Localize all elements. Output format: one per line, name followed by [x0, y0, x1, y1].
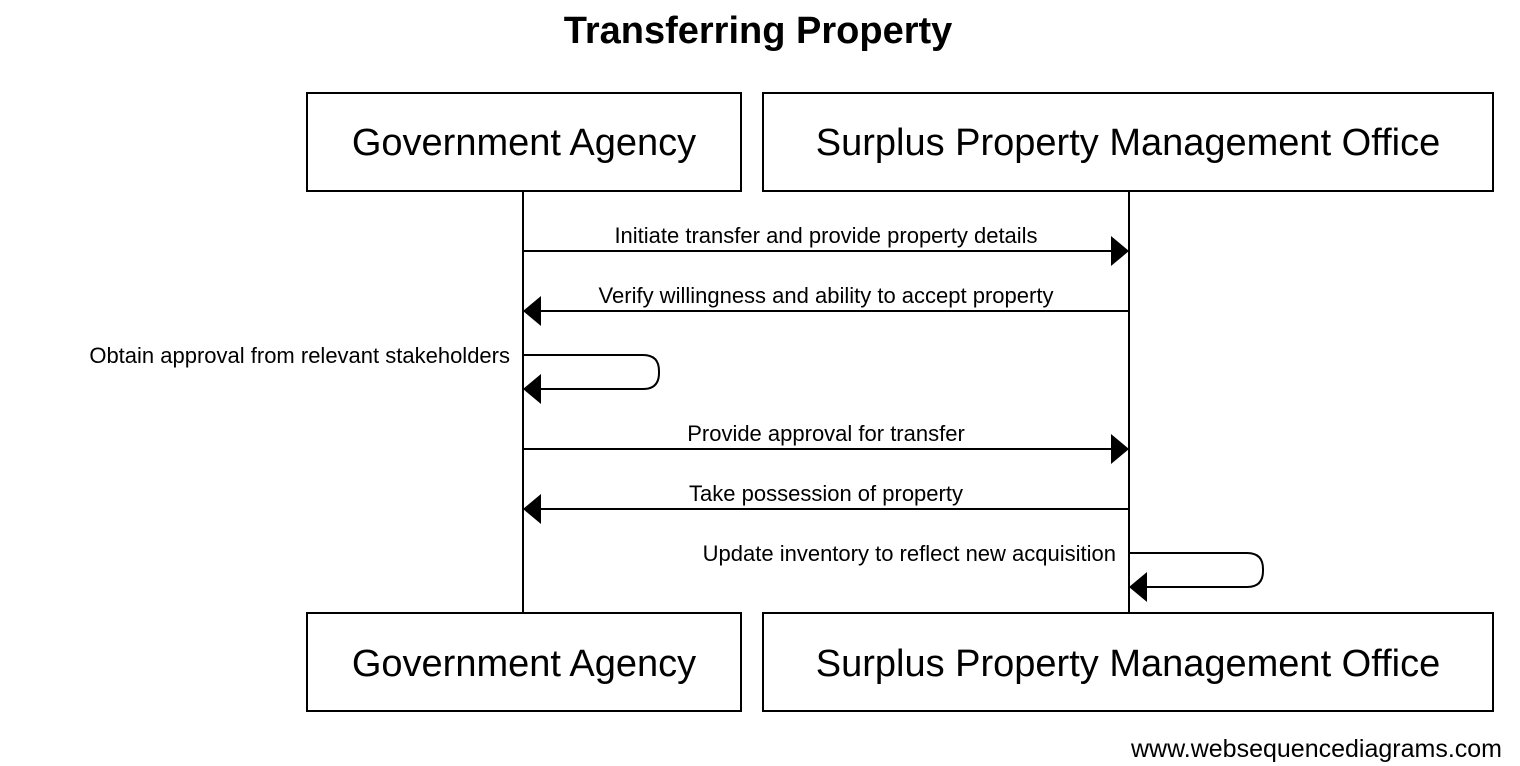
arrowhead-left-icon: [1129, 572, 1147, 602]
message-obtain-approval: Obtain approval from relevant stakeholde…: [89, 343, 660, 404]
message-label: Update inventory to reflect new acquisit…: [703, 541, 1116, 566]
arrowhead-left-icon: [523, 296, 541, 326]
diagram-title: Transferring Property: [564, 10, 953, 52]
arrowhead-right-icon: [1111, 236, 1129, 266]
arrowhead-left-icon: [523, 494, 541, 524]
message-update-inventory: Update inventory to reflect new acquisit…: [703, 541, 1264, 602]
participant-bottom-surplus-property-management-office: Surplus Property Management Office: [762, 612, 1494, 712]
participant-top-government-agency: Government Agency: [306, 92, 742, 192]
participant-label: Surplus Property Management Office: [816, 643, 1441, 685]
arrowhead-left-icon: [523, 374, 541, 404]
self-message-loop: [523, 354, 660, 390]
message-initiate-transfer: Initiate transfer and provide property d…: [523, 223, 1129, 266]
participant-label: Surplus Property Management Office: [816, 122, 1441, 164]
watermark: www.websequencediagrams.com: [1130, 735, 1502, 763]
message-label: Obtain approval from relevant stakeholde…: [89, 343, 510, 368]
participant-label: Government Agency: [352, 643, 696, 685]
message-label: Initiate transfer and provide property d…: [614, 223, 1037, 248]
message-take-possession: Take possession of property: [523, 481, 1129, 524]
message-verify-willingness: Verify willingness and ability to accept…: [523, 283, 1129, 326]
participant-label: Government Agency: [352, 122, 696, 164]
message-label: Take possession of property: [689, 481, 963, 506]
self-message-loop: [1129, 552, 1264, 588]
arrowhead-right-icon: [1111, 434, 1129, 464]
message-label: Verify willingness and ability to accept…: [599, 283, 1054, 308]
participant-bottom-government-agency: Government Agency: [306, 612, 742, 712]
participant-top-surplus-property-management-office: Surplus Property Management Office: [762, 92, 1494, 192]
message-provide-approval: Provide approval for transfer: [523, 421, 1129, 464]
message-label: Provide approval for transfer: [687, 421, 965, 446]
